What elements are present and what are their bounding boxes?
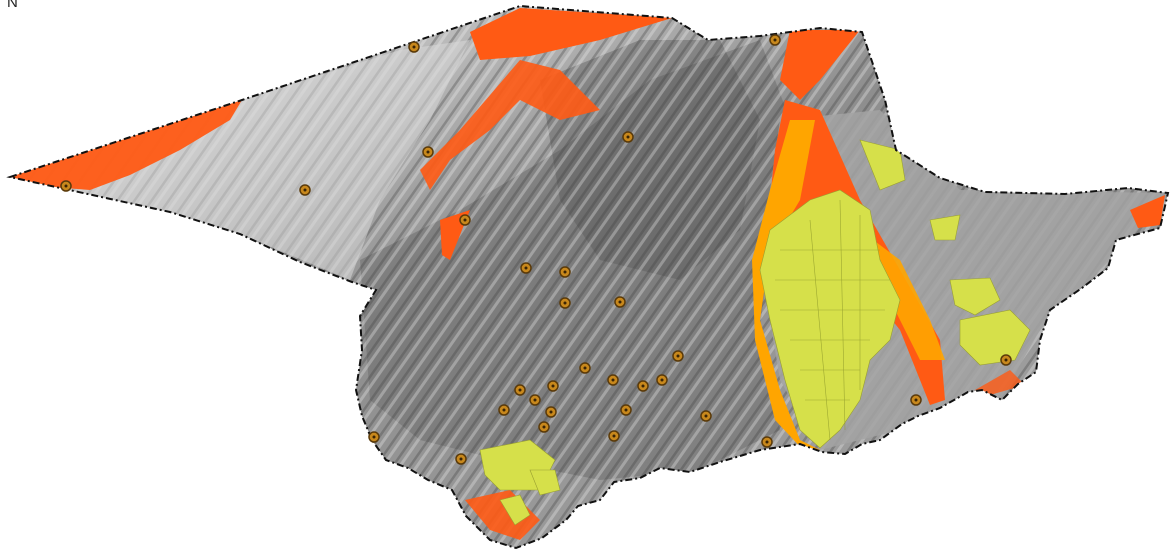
point-marker-center [563, 270, 567, 274]
point-marker-center [704, 414, 708, 418]
point-markers [60, 34, 1012, 465]
point-marker-center [549, 410, 553, 414]
point-marker-center [412, 45, 416, 49]
point-marker-center [618, 300, 622, 304]
point-marker-center [551, 384, 555, 388]
point-marker-center [542, 425, 546, 429]
point-marker-center [914, 398, 918, 402]
north-label: N [7, 0, 18, 11]
point-marker-center [641, 384, 645, 388]
point-marker-center [303, 188, 307, 192]
point-marker-center [1004, 358, 1008, 362]
point-marker-center [518, 388, 522, 392]
point-marker-center [676, 354, 680, 358]
urban-areas [479, 139, 1031, 526]
point-marker-center [583, 366, 587, 370]
street-network [775, 199, 890, 441]
point-marker-center [563, 301, 567, 305]
point-marker-center [64, 184, 68, 188]
point-marker-center [372, 435, 376, 439]
point-marker-center [426, 150, 430, 154]
point-marker-center [773, 38, 777, 42]
point-marker-center [611, 378, 615, 382]
point-marker-center [660, 378, 664, 382]
point-marker-center [533, 398, 537, 402]
point-marker-center [459, 457, 463, 461]
point-marker-center [463, 218, 467, 222]
point-marker-center [626, 135, 630, 139]
point-marker-center [612, 434, 616, 438]
point-marker-center [765, 440, 769, 444]
point-marker-center [624, 408, 628, 412]
point-marker-center [502, 408, 506, 412]
point-marker-center [524, 266, 528, 270]
